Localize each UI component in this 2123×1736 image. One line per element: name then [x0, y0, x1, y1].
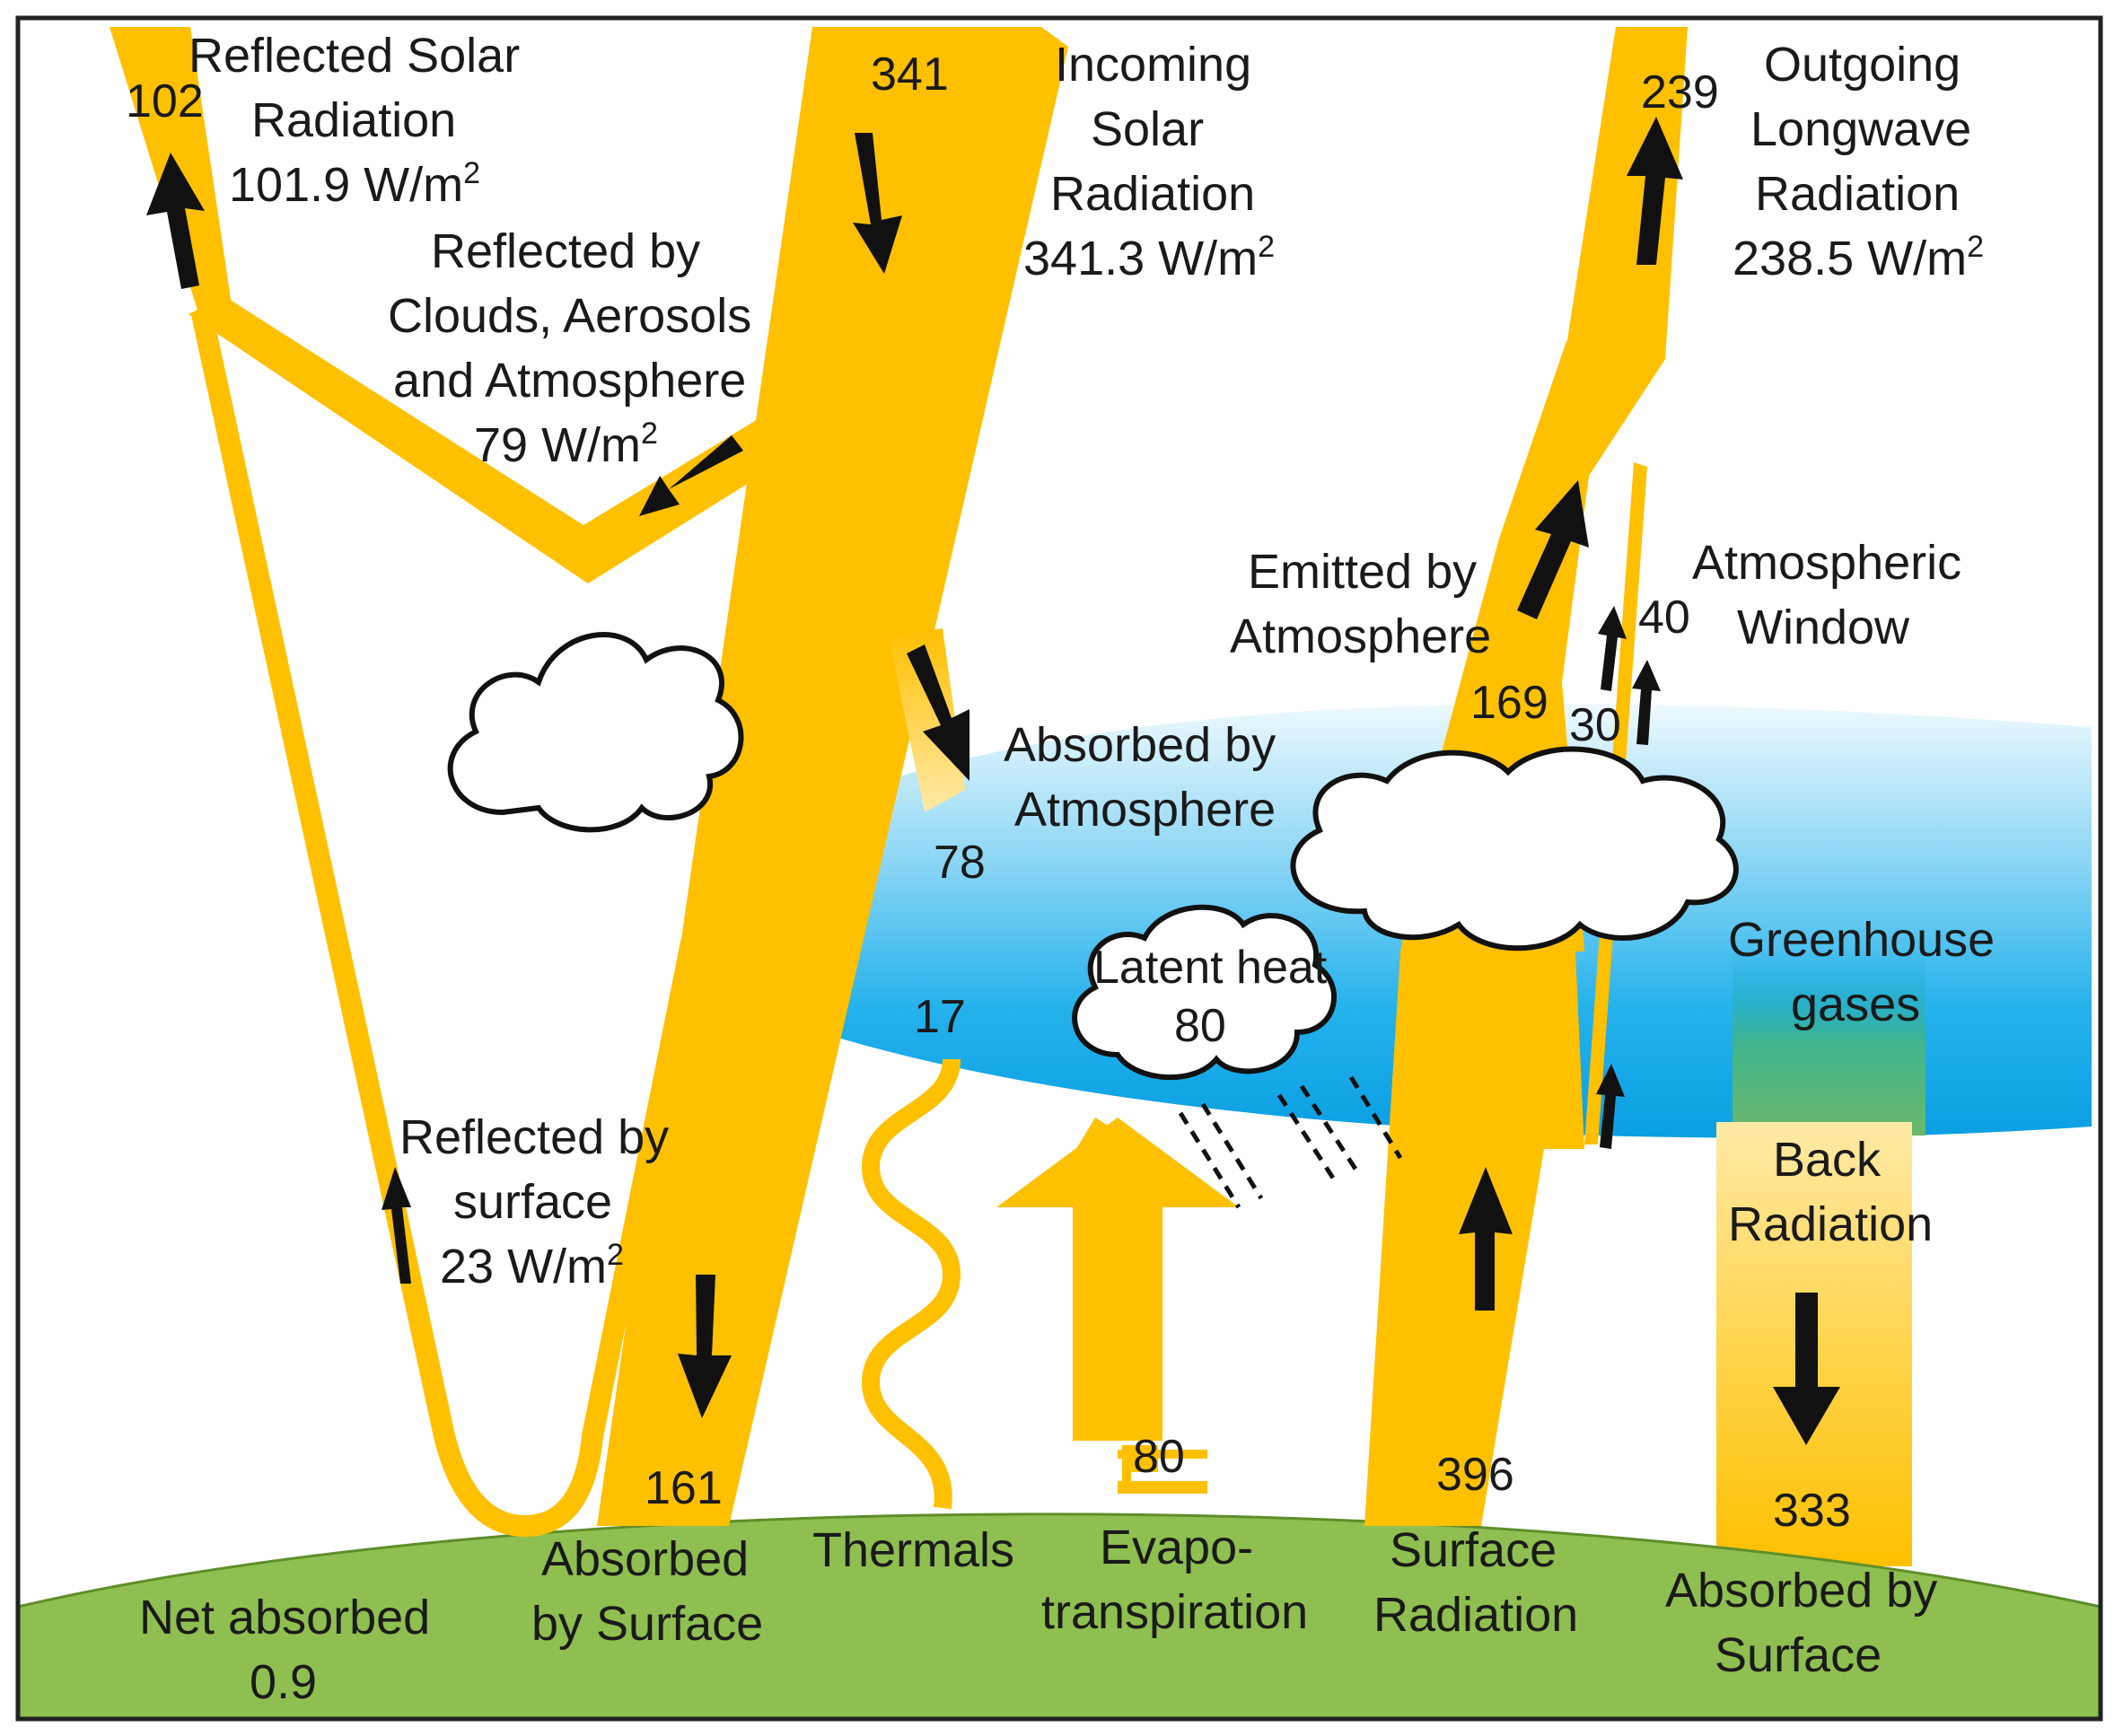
absorbed-surface-solar-label-1: Absorbed — [541, 1532, 749, 1586]
evapotranspiration-shaft — [1073, 1207, 1162, 1441]
incoming-solar-label-2: Solar — [1091, 102, 1204, 156]
latent-heat-cloud — [1072, 904, 1338, 1080]
absorbed-surface-solar-value: 161 — [645, 1462, 723, 1514]
back-radiation-arrow-icon — [1773, 1293, 1840, 1445]
evapotranspiration-value: 80 — [1133, 1431, 1185, 1483]
absorbed-atmosphere-band — [889, 628, 965, 812]
reflection-cloud — [447, 632, 744, 833]
absorbed-surface-solar-label-2: by Surface — [531, 1597, 763, 1651]
emitted-atmosphere-arrow-icon — [1517, 480, 1589, 619]
reflected-clouds-label-3: and Atmosphere — [393, 354, 746, 408]
atmospheric-window-label-2: Window — [1737, 601, 1910, 654]
reflected-clouds-arrow-icon — [639, 435, 743, 516]
reflected-solar-label-1: Reflected Solar — [189, 29, 520, 83]
atmospheric-window-value-bottom: 30 — [1569, 699, 1621, 751]
reflected-surface-band — [191, 311, 702, 1538]
absorbed-atmosphere-label-2: Atmosphere — [1014, 783, 1276, 837]
absorbed-atmosphere-value: 78 — [934, 837, 986, 889]
evapotranspiration-base-bar-1 — [1118, 1450, 1207, 1459]
absorbed-surface-arrow-icon — [678, 1275, 732, 1418]
greenhouse-label-2: gases — [1791, 978, 1920, 1031]
evapotranspiration-label-2: transpiration — [1041, 1585, 1308, 1639]
emitted-atmosphere-label-1: Emitted by — [1248, 545, 1477, 599]
outgoing-longwave-amount: 238.5 W/m2 — [1733, 230, 1984, 285]
window-arrow-1-icon — [1598, 606, 1627, 691]
absorbed-surface-back-label-2: Surface — [1715, 1628, 1882, 1682]
reflected-clouds-amount: 79 W/m2 — [474, 416, 658, 472]
incoming-solar-arrow-icon — [853, 133, 902, 274]
evapotranspiration-head — [996, 1118, 1239, 1207]
direction-arrows — [146, 117, 1840, 1445]
reflected-surface-label-2: surface — [453, 1175, 612, 1229]
thermals-wave — [861, 1058, 961, 1510]
atmosphere-cloud — [1290, 746, 1739, 951]
greenhouse-zone — [1733, 947, 1926, 1135]
outgoing-longwave-label-1: Outgoing — [1764, 38, 1961, 92]
thermals-value: 17 — [914, 991, 966, 1043]
window-arrow-2-icon — [1632, 660, 1661, 745]
absorbed-surface-back-label-1: Absorbed by — [1665, 1564, 1937, 1618]
reflected-solar-arrow-icon — [146, 153, 205, 289]
surface-radiation-label-1: Surface — [1390, 1523, 1557, 1577]
rain-lines — [1178, 1075, 1403, 1209]
net-absorbed-label: Net absorbed — [139, 1591, 430, 1644]
absorbed-atmosphere-arrow-icon — [907, 644, 969, 781]
surface-radiation-band — [1364, 951, 1584, 1526]
emitted-atmosphere-label-2: Atmosphere — [1230, 609, 1491, 663]
outgoing-longwave-value: 239 — [1641, 66, 1719, 118]
reflected-clouds-label-1: Reflected by — [431, 224, 700, 278]
reflected-clouds-label-2: Clouds, Aerosols — [388, 289, 751, 343]
incoming-solar-label-1: Incoming — [1055, 38, 1251, 92]
latent-heat-label: Latent heat — [1093, 942, 1328, 994]
outgoing-longwave-label-2: Longwave — [1750, 102, 1971, 156]
diagram-frame — [15, 15, 2103, 1722]
back-radiation-value: 333 — [1773, 1485, 1851, 1537]
surface-radiation-value: 396 — [1436, 1449, 1514, 1501]
incoming-solar-band — [597, 27, 1068, 1526]
absorbed-atmosphere-label-1: Absorbed by — [1004, 718, 1276, 772]
reflected-solar-amount: 101.9 W/m2 — [229, 156, 480, 212]
atmospheric-window-label-1: Atmospheric — [1692, 536, 1961, 590]
reflected-clouds-band — [189, 296, 839, 583]
incoming-solar-amount: 341.3 W/m2 — [1023, 230, 1275, 285]
outgoing-longwave-arrow-icon — [1627, 117, 1683, 265]
reflected-surface-amount: 23 W/m2 — [440, 1238, 624, 1293]
latent-heat-value: 80 — [1174, 1000, 1226, 1052]
atmospheric-window-value-top: 40 — [1638, 592, 1690, 644]
outgoing-longwave-band — [1566, 27, 1688, 359]
surface-radiation-arrow-icon — [1459, 1167, 1513, 1311]
reflected-solar-label-2: Radiation — [251, 93, 456, 147]
incoming-solar-label-3: Radiation — [1050, 167, 1255, 221]
emitted-atmosphere-value: 169 — [1470, 677, 1548, 729]
net-absorbed-value: 0.9 — [250, 1655, 317, 1709]
back-radiation-label-2: Radiation — [1728, 1197, 1933, 1251]
thermals-label: Thermals — [812, 1523, 1014, 1577]
back-radiation-label-1: Back — [1773, 1133, 1882, 1187]
outgoing-longwave-label-3: Radiation — [1755, 167, 1960, 221]
ground — [16, 1512, 2102, 1721]
surface-radiation-label-2: Radiation — [1373, 1588, 1578, 1642]
evapotranspiration-label-1: Evapo- — [1100, 1521, 1253, 1574]
greenhouse-label-1: Greenhouse — [1728, 913, 1995, 967]
reflected-surface-arrow-icon — [382, 1167, 411, 1284]
evapotranspiration-base-bar-2 — [1118, 1481, 1207, 1494]
window-arrow-3-icon — [1596, 1064, 1625, 1149]
reflected-surface-label-1: Reflected by — [399, 1110, 669, 1164]
reflected-solar-value: 102 — [126, 75, 204, 127]
incoming-solar-value: 341 — [871, 48, 949, 101]
